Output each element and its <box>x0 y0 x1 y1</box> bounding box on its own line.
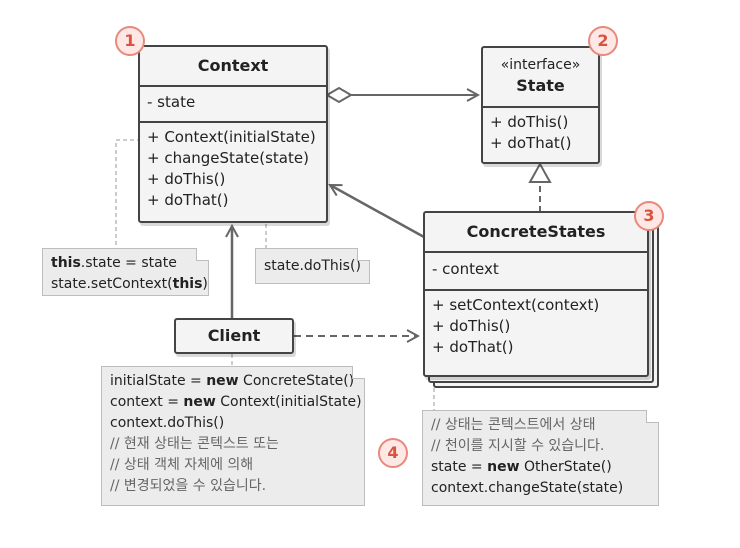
client-note-comment-3: // 변경되었을 수 있습니다. <box>110 478 267 494</box>
concrete-methods: + setContext(context) + doThis() + doTha… <box>425 289 647 362</box>
context-method: + changeState(state) <box>147 149 309 167</box>
aggregation-diamond <box>325 86 353 104</box>
dothis-note-line: state.doThis() <box>264 258 361 274</box>
step-badge-3: 3 <box>634 201 664 231</box>
concrete-field-context: - context <box>432 260 499 278</box>
keyword-this: this <box>172 276 203 292</box>
context-method: + doThat() <box>147 191 229 209</box>
context-class: Context - state + Context(initialState) … <box>138 45 328 223</box>
note-code: state = <box>431 459 488 475</box>
note-code: context = <box>110 394 184 410</box>
context-fields: - state <box>140 85 326 121</box>
concrete-method: + doThat() <box>432 338 514 356</box>
note-code: .state = state <box>80 255 177 271</box>
concrete-states-class: ConcreteStates - context + setContext(co… <box>423 211 649 377</box>
step-badge-1: 1 <box>115 26 145 56</box>
note-fold <box>646 410 659 423</box>
constructor-note-line-1: this.state = state <box>51 253 200 274</box>
realization-triangle <box>528 161 552 183</box>
stereotype-label: «interface» <box>500 57 581 73</box>
keyword-new: new <box>487 459 520 475</box>
note-fold <box>357 248 370 261</box>
context-class-name: Context <box>197 56 269 75</box>
client-class: Client <box>174 318 294 354</box>
note-code: initialState = <box>110 373 207 389</box>
note-code: ) <box>202 276 208 292</box>
context-association <box>330 183 425 239</box>
state-interface: «interface» State + doThis() + doThat() <box>481 46 600 164</box>
keyword-new: new <box>183 394 216 410</box>
state-interface-name: State <box>516 76 565 95</box>
context-method: + Context(initialState) <box>147 128 316 146</box>
concrete-note: // 상태는 콘텍스트에서 상태 // 천이를 지시할 수 있습니다. stat… <box>422 410 659 506</box>
client-note-line-2: context = new Context(initialState) <box>110 392 362 413</box>
client-note: initialState = new ConcreteState() conte… <box>101 366 365 506</box>
state-method: + doThat() <box>490 134 572 152</box>
ctor-note-leader <box>115 139 141 248</box>
note-code: Context(initialState) <box>215 394 362 410</box>
note-fold <box>196 248 209 261</box>
concrete-note-line-3: state = new OtherState() <box>431 457 650 478</box>
client-note-line-3: context.doThis() <box>110 415 225 431</box>
context-methods: + Context(initialState) + changeState(st… <box>140 121 326 215</box>
context-method: + doThis() <box>147 170 226 188</box>
context-field-state: - state <box>147 93 196 111</box>
client-note-comment-2: // 상태 객체 자체에 의해 <box>110 457 254 473</box>
keyword-this: this <box>51 255 81 271</box>
note-code: OtherState() <box>519 459 612 475</box>
state-methods: + doThis() + doThat() <box>483 106 598 158</box>
keyword-new: new <box>206 373 239 389</box>
client-note-line-1: initialState = new ConcreteState() <box>110 371 356 392</box>
step-badge-4: 4 <box>378 438 408 468</box>
concrete-note-comment-2: // 천이를 지시할 수 있습니다. <box>431 438 605 454</box>
concrete-method: + doThis() <box>432 317 511 335</box>
dothis-note: state.doThis() <box>255 248 370 284</box>
concrete-states-name: ConcreteStates <box>466 222 606 241</box>
note-code: ConcreteState() <box>238 373 355 389</box>
constructor-note-line-2: state.setContext(this) <box>51 274 208 295</box>
concrete-note-comment-1: // 상태는 콘텍스트에서 상태 <box>431 417 596 433</box>
concrete-method: + setContext(context) <box>432 296 600 314</box>
step-badge-2: 2 <box>588 26 618 56</box>
concrete-note-line-4: context.changeState(state) <box>431 480 624 496</box>
concrete-fields: - context <box>425 251 647 289</box>
constructor-note: this.state = state state.setContext(this… <box>42 248 209 296</box>
state-interface-header: «interface» State <box>483 48 598 106</box>
state-method: + doThis() <box>490 113 569 131</box>
client-class-name: Client <box>207 326 261 345</box>
note-fold <box>352 366 365 379</box>
note-code: state.setContext( <box>51 276 173 292</box>
client-note-comment-1: // 현재 상태는 콘텍스트 또는 <box>110 436 279 452</box>
